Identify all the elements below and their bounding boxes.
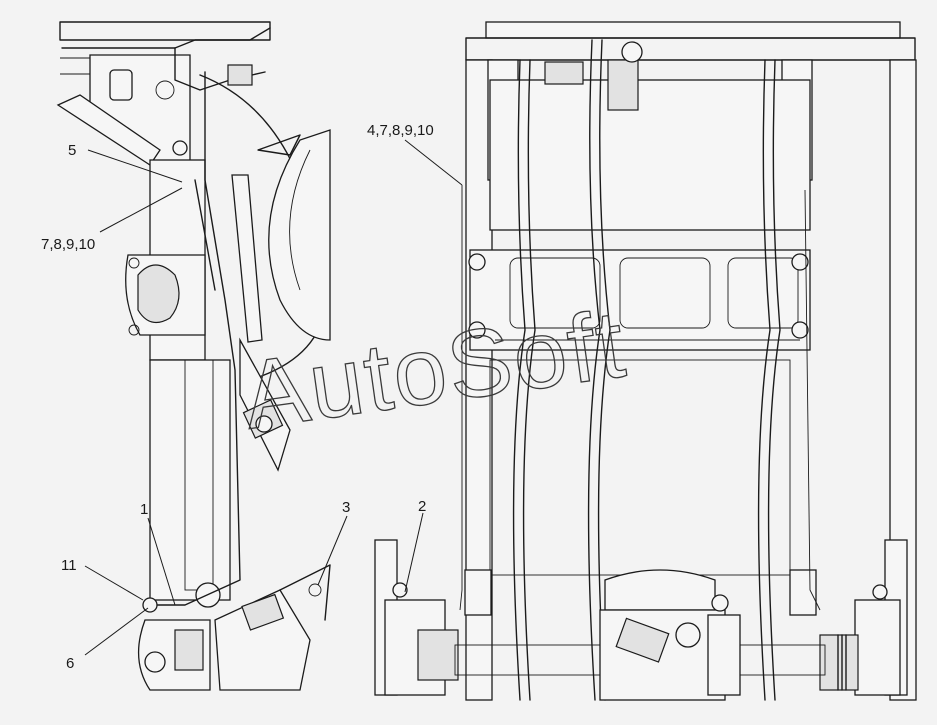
callout-3: 3 — [342, 499, 350, 516]
leader-6 — [84, 607, 149, 656]
callout-11: 11 — [61, 557, 77, 574]
callout-2: 2 — [418, 498, 426, 515]
leader-3 — [317, 515, 348, 586]
callout-1: 1 — [140, 501, 148, 518]
leader-4 — [404, 139, 463, 186]
callout-7: 7,8,9,10 — [41, 236, 95, 253]
callout-4: 4,7,8,9,10 — [367, 122, 434, 139]
leader-7 — [99, 187, 183, 233]
leader-lines — [84, 139, 463, 656]
leader-2 — [404, 512, 424, 593]
leader-1 — [147, 517, 176, 606]
leader-11 — [84, 565, 144, 601]
left-side-view — [56, 21, 331, 691]
leader-5 — [87, 149, 183, 183]
callout-5: 5 — [68, 142, 76, 159]
callouts: 1 2 3 4,7,8,9,10 5 6 7,8,9,10 11 — [41, 122, 434, 672]
callout-6: 6 — [66, 655, 74, 672]
right-rear-view — [374, 21, 917, 701]
